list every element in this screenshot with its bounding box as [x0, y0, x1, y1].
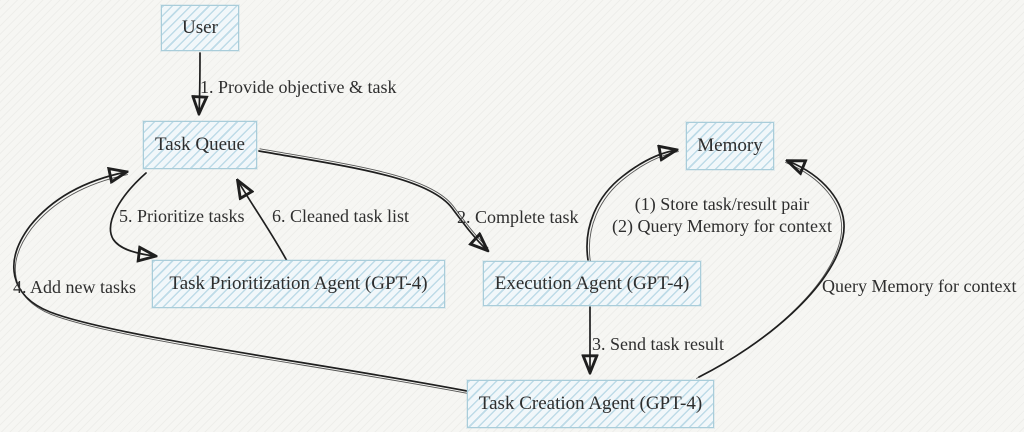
edge-label-store-and-query: (1) Store task/result pair (2) Query Mem…: [600, 193, 844, 237]
edge-label-prioritize-tasks: 5. Prioritize tasks: [119, 206, 245, 226]
edge-complete-task-arrow: [258, 150, 487, 250]
node-user[interactable]: User: [161, 5, 239, 51]
edge-add-new-tasks-arrow: [13, 172, 468, 392]
node-task-prioritization-agent[interactable]: Task Prioritization Agent (GPT-4): [152, 260, 445, 308]
edge-store-and-query-arrow: [586, 150, 676, 261]
edge-label-add-new-tasks: 4. Add new tasks: [13, 277, 136, 297]
edge-provide-objective-arrow: [199, 52, 200, 113]
edge-store-and-query-arrow-sketch: [589, 151, 679, 263]
node-execution-agent-label: Execution Agent (GPT-4): [494, 272, 690, 294]
edge-query-memory-arrow-sketch: [696, 161, 843, 379]
edge-label-store-line-1: (1) Store task/result pair: [634, 194, 810, 214]
node-task-queue[interactable]: Task Queue: [143, 121, 257, 169]
edge-label-cleaned-task-list: 6. Cleaned task list: [272, 206, 409, 226]
node-task-creation-agent[interactable]: Task Creation Agent (GPT-4): [467, 380, 714, 428]
node-execution-agent[interactable]: Execution Agent (GPT-4): [483, 261, 701, 306]
node-memory-label: Memory: [697, 135, 763, 156]
edge-complete-task-arrow-sketch: [259, 148, 489, 249]
edge-label-provide-objective: 1. Provide objective & task: [200, 77, 397, 97]
edge-label-store-line-2: (2) Query Memory for context: [612, 216, 832, 236]
edge-label-complete-task: 2. Complete task: [457, 207, 579, 227]
node-task-creation-agent-label: Task Creation Agent (GPT-4): [478, 393, 703, 414]
edge-cleaned-task-list-arrow: [238, 181, 288, 262]
edge-prioritize-tasks-arrow: [109, 172, 155, 256]
edge-add-new-tasks-arrow-sketch: [14, 174, 469, 395]
node-memory[interactable]: Memory: [686, 122, 774, 170]
edge-label-query-memory: Query Memory for context: [822, 276, 1017, 296]
node-task-queue-label: Task Queue: [155, 134, 245, 155]
edge-label-send-task-result: 3. Send task result: [592, 334, 724, 354]
node-user-label: User: [182, 17, 218, 38]
node-task-prioritization-agent-label: Task Prioritization Agent (GPT-4): [169, 273, 428, 294]
